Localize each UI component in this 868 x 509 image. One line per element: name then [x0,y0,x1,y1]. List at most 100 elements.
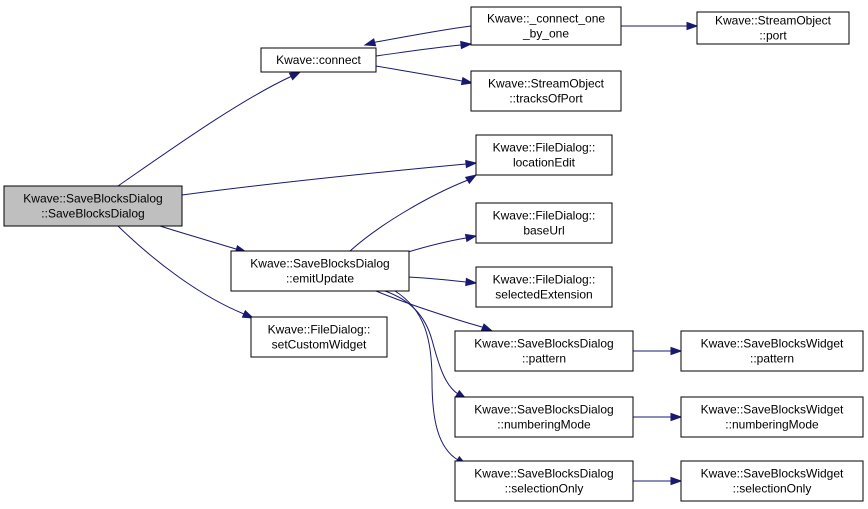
node-label-line: ::SaveBlocksDialog [41,207,144,221]
edge-emit-to-sbd_pattern [375,290,494,332]
edge-connect-to-so_tracks [375,65,474,86]
node-label-line: ::numberingMode [497,418,591,432]
node-sbd-pattern[interactable]: Kwave::SaveBlocksDialog::pattern [454,330,634,372]
edge-line [375,44,462,57]
edge-tail [481,326,493,332]
edge-line [375,290,483,328]
node-fd-location[interactable]: Kwave::FileDialog::locationEdit [475,134,613,176]
edge-tail [467,174,477,181]
edge-line [407,237,467,253]
node-box [230,250,410,292]
arrowhead [288,71,302,81]
node-label-line: ::tracksOfPort [509,92,583,106]
node-box [260,47,377,73]
node-box [475,266,613,308]
node-emit[interactable]: Kwave::SaveBlocksDialog::emitUpdate [230,250,410,292]
edge-tail [465,235,477,239]
node-label-line: Kwave::StreamObject [715,14,832,28]
node-sbw-selonly[interactable]: Kwave::SaveBlocksWidget::selectionOnly [680,460,864,502]
edge-sbd_selonly-to-sbw_selonly [633,476,683,486]
edge-line [159,225,237,250]
edge-emit-to-fd_location [349,174,478,252]
node-label-line: Kwave::FileDialog:: [493,209,596,223]
node-label-line: Kwave::_connect_one [487,12,605,26]
node-connect-one[interactable]: Kwave::_connect_one_by_one [470,6,622,46]
node-label-line: locationEdit [513,156,576,170]
edge-tail [461,80,473,84]
edge-line [384,290,459,395]
edge-tail [364,41,377,46]
node-box [475,134,613,176]
node-box [454,460,634,502]
edge-line [349,179,469,252]
node-label-line: ::port [759,29,787,43]
edge-sbd_numbering-to-sbw_numbering [632,412,683,422]
node-label-line: Kwave::SaveBlocksWidget [701,403,844,417]
edge-savedlg_ctor-to-emit [159,225,248,254]
node-box [454,396,634,438]
node-box [680,396,864,438]
node-sbd-numbering[interactable]: Kwave::SaveBlocksDialog::numberingMode [454,396,634,438]
node-box [454,330,634,372]
edge-savedlg_ctor-to-fd_location [181,159,478,196]
node-box [696,11,850,45]
node-so-tracks[interactable]: Kwave::StreamObject::tracksOfPort [470,70,622,112]
node-label-line: baseUrl [523,224,564,238]
node-sbw-numbering[interactable]: Kwave::SaveBlocksWidget::numberingMode [680,396,864,438]
node-label-line: ::selectionOnly [505,482,584,496]
node-sbw-pattern[interactable]: Kwave::SaveBlocksWidget::pattern [680,330,864,372]
edge-connect_one-to-connect [363,25,472,47]
node-so-port[interactable]: Kwave::StreamObject::port [696,11,850,45]
edge-emit-to-sbd_numbering [384,290,468,400]
edge-savedlg_ctor-to-connect [117,71,302,187]
node-fd-baseurl[interactable]: Kwave::FileDialog::baseUrl [475,202,613,244]
node-label-line: selectedExtension [495,288,592,302]
node-savedlg-ctor[interactable]: Kwave::SaveBlocksDialog::SaveBlocksDialo… [3,185,183,227]
node-fd-custom[interactable]: Kwave::FileDialog::setCustomWidget [250,316,388,358]
edge-line [375,65,463,82]
node-box [250,316,388,358]
node-box [680,460,864,502]
edge-line [117,225,245,315]
node-label-line: Kwave::SaveBlocksDialog [474,337,613,351]
node-connect[interactable]: Kwave::connect [260,47,377,73]
node-label-line: Kwave::SaveBlocksDialog [23,192,162,206]
edge-emit-to-sbd_selonly [394,290,468,466]
edge-tail [460,43,472,46]
node-box [3,185,183,227]
edge-tail [291,71,301,77]
node-label-line: Kwave::FileDialog:: [493,141,596,155]
edge-line [407,276,467,283]
edge-connect-to-connect_one [375,40,473,57]
edge-line [181,163,467,196]
edge-line [375,25,472,43]
node-label-line: ::numberingMode [725,418,819,432]
node-label-line: Kwave::StreamObject [488,77,605,91]
node-label-line: setCustomWidget [272,338,367,352]
edge-connect_one-to-so_port [621,21,699,31]
edge-emit-to-fd_selext [407,276,478,287]
node-label-line: Kwave::SaveBlocksDialog [474,403,613,417]
node-label-line: ::pattern [750,352,794,366]
node-label-line: ::selectionOnly [733,482,812,496]
arrowhead [241,309,255,319]
edge-tail [465,281,477,284]
node-label-line: _by_one [522,27,569,41]
node-label-line: Kwave::FileDialog:: [493,273,596,287]
node-box [475,202,613,244]
node-box [680,330,864,372]
node-box [470,70,622,112]
node-sbd-selonly[interactable]: Kwave::SaveBlocksDialog::selectionOnly [454,460,634,502]
node-label-line: Kwave::SaveBlocksWidget [701,337,844,351]
node-box [470,6,622,46]
node-label-line: ::emitUpdate [286,272,354,286]
node-fd-selext[interactable]: Kwave::FileDialog::selectedExtension [475,266,613,308]
node-label-line: Kwave::SaveBlocksWidget [701,467,844,481]
edge-sbd_pattern-to-sbw_pattern [632,346,683,356]
node-label-line: Kwave::FileDialog:: [268,323,371,337]
node-label-line: Kwave::SaveBlocksDialog [250,257,389,271]
edge-tail [465,162,477,165]
node-label-line: Kwave::connect [276,53,361,67]
nodes-layer: Kwave::SaveBlocksDialog::SaveBlocksDialo… [3,6,864,502]
